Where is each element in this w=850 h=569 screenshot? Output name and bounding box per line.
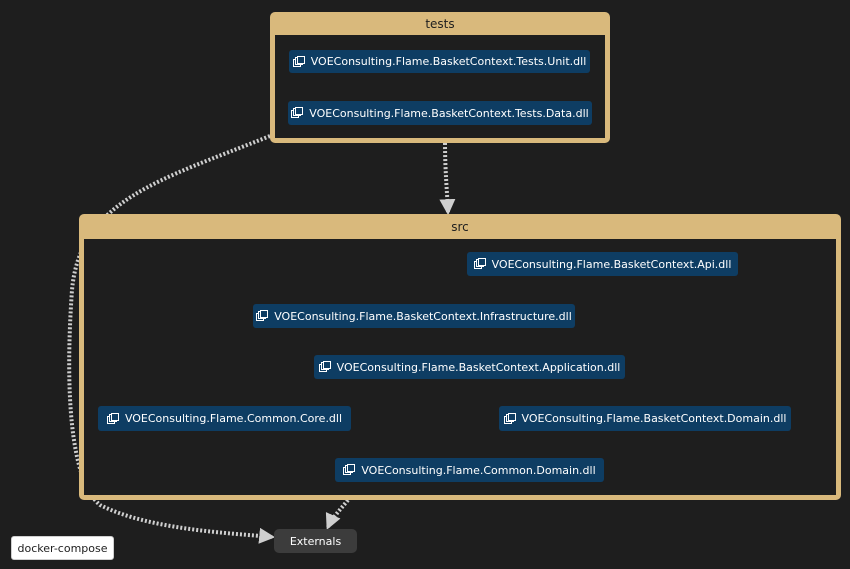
docker-compose-badge[interactable]: docker-compose	[11, 536, 114, 560]
common-core-dll-label: VOEConsulting.Flame.Common.Core.dll	[124, 412, 343, 425]
externals-label: Externals	[289, 534, 342, 548]
assembly-icon	[343, 464, 356, 475]
edge-src-to-externals	[325, 498, 350, 530]
tests-data-dll-label: VOEConsulting.Flame.BasketContext.Tests.…	[309, 106, 589, 120]
infrastructure-dll-node[interactable]: VOEConsulting.Flame.BasketContext.Infras…	[253, 304, 575, 328]
tests-data-dll-node[interactable]: VOEConsulting.Flame.BasketContext.Tests.…	[288, 101, 592, 125]
infrastructure-dll-label: VOEConsulting.Flame.BasketContext.Infras…	[274, 309, 572, 323]
common-domain-dll-node[interactable]: VOEConsulting.Flame.Common.Domain.dll	[335, 458, 604, 482]
edge-tests-to-src	[439, 142, 456, 216]
edge-tests-to-externals	[67, 134, 276, 544]
assembly-icon	[473, 258, 486, 269]
basket-domain-dll-node[interactable]: VOEConsulting.Flame.BasketContext.Domain…	[499, 406, 791, 431]
externals-node[interactable]: Externals	[274, 529, 357, 553]
basket-domain-dll-label: VOEConsulting.Flame.BasketContext.Domain…	[521, 412, 787, 425]
assembly-icon	[503, 412, 516, 424]
common-core-dll-node[interactable]: VOEConsulting.Flame.Common.Core.dll	[98, 406, 351, 431]
tests-unit-dll-node[interactable]: VOEConsulting.Flame.BasketContext.Tests.…	[289, 50, 590, 73]
assembly-icon	[318, 361, 331, 372]
assembly-icon	[292, 55, 305, 67]
tests-group-label: tests	[425, 17, 455, 31]
common-domain-dll-label: VOEConsulting.Flame.Common.Domain.dll	[361, 463, 596, 477]
application-dll-label: VOEConsulting.Flame.BasketContext.Applic…	[336, 360, 621, 374]
docker-compose-label: docker-compose	[17, 541, 108, 555]
assembly-icon	[106, 412, 119, 424]
src-group-label: src	[451, 220, 469, 234]
application-dll-node[interactable]: VOEConsulting.Flame.BasketContext.Applic…	[314, 355, 625, 379]
assembly-icon	[256, 310, 269, 321]
tests-unit-dll-label: VOEConsulting.Flame.BasketContext.Tests.…	[310, 55, 587, 68]
api-dll-node[interactable]: VOEConsulting.Flame.BasketContext.Api.dl…	[467, 252, 738, 276]
assembly-icon	[291, 107, 304, 118]
api-dll-label: VOEConsulting.Flame.BasketContext.Api.dl…	[491, 257, 732, 271]
